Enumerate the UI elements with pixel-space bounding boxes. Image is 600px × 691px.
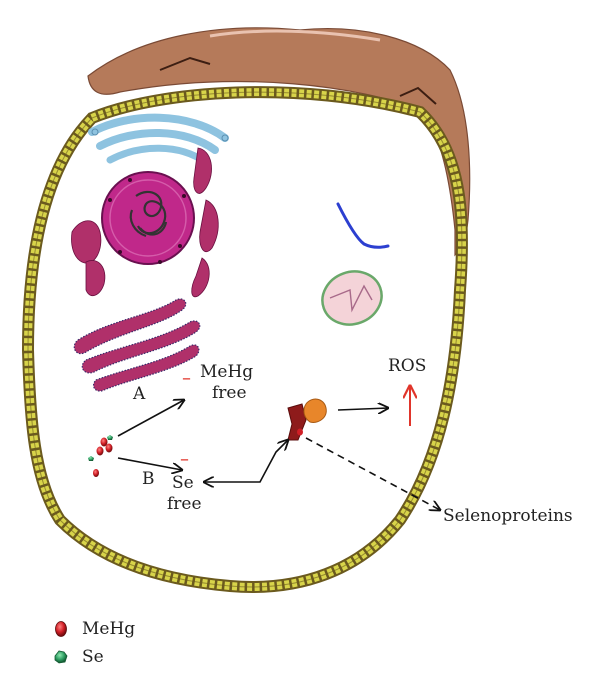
label-se-free-line1: Se (172, 475, 194, 492)
minus-mehg: – (182, 370, 191, 388)
label-selenoproteins: Selenoproteins (443, 508, 573, 525)
arrow-complex-to-ros (338, 408, 388, 410)
arrow-a-to-mehg-free (118, 400, 184, 436)
label-mehg-free-line1: MeHg (200, 364, 253, 381)
legend-label-mehg: MeHg (82, 619, 135, 639)
nucleus (102, 172, 194, 264)
legend-item-se: Se (54, 647, 104, 667)
mehg-se-cluster (88, 435, 113, 477)
label-mehg-free-line2: free (212, 385, 247, 402)
label-path-a: A (133, 386, 145, 403)
legend-item-mehg: MeHg (54, 619, 135, 639)
label-se-free-line2: free (167, 496, 202, 513)
mehg-se-complex (288, 399, 326, 440)
minus-se: – (180, 451, 189, 469)
legend-label-se: Se (82, 647, 104, 667)
mitochondrion (315, 263, 389, 332)
rough-er (74, 299, 199, 391)
cytoskeleton-filament (338, 204, 388, 247)
label-path-b: B (142, 471, 155, 488)
arrow-se-free-to-complex (204, 440, 288, 482)
label-ros: ROS (388, 358, 426, 375)
